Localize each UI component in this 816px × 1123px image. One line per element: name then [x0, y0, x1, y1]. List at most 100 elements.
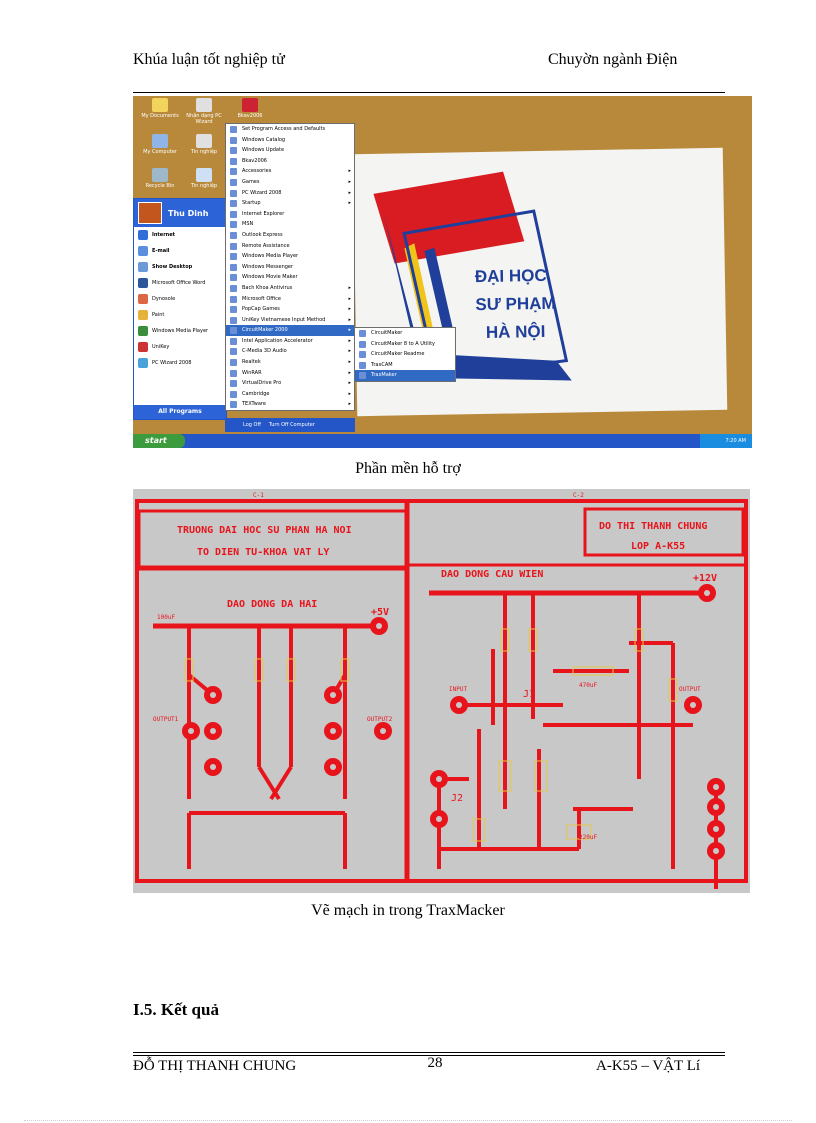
- start-item-internet[interactable]: Internet: [134, 227, 226, 243]
- section-heading: I.5. Kết quả: [133, 1000, 219, 1019]
- desktop-icon-pcwizard[interactable]: Nhận dạng PC Wizard: [179, 98, 229, 125]
- pcb-right-supply: +12V: [693, 573, 717, 584]
- chevron-right-icon: ▸: [348, 348, 351, 355]
- header-rule: [133, 92, 725, 93]
- circuitmaker-menu-item[interactable]: CircuitMaker: [355, 328, 455, 339]
- all-programs-button[interactable]: All Programs: [134, 405, 226, 419]
- pcb-title-texts: TRUONG DAI HOC SU PHAN HA NOI TO DIEN TU…: [177, 521, 717, 618]
- circuitmaker-menu-item[interactable]: CircuitMaker 8 to A Utility: [355, 339, 455, 350]
- start-menu-header: Thu Dinh: [134, 199, 226, 227]
- document-icon: [196, 98, 212, 112]
- word-icon: [138, 278, 148, 288]
- pcb-components: [184, 628, 678, 842]
- pcb-school-line: TRUONG DAI HOC SU PHAN HA NOI: [177, 525, 352, 536]
- pcb-dept-line: TO DIEN TU-KHOA VAT LY: [197, 547, 329, 558]
- programs-menu-item[interactable]: Windows Update: [226, 145, 354, 156]
- document-icon: [196, 134, 212, 148]
- programs-menu-item[interactable]: MSN: [226, 219, 354, 230]
- programs-menu-item[interactable]: Bkav2006: [226, 156, 354, 167]
- programs-menu-item[interactable]: PopCap Games▸: [226, 304, 354, 315]
- folder-icon: [152, 98, 168, 112]
- chevron-right-icon: ▸: [348, 380, 351, 387]
- programs-menu-item[interactable]: TEXTware▸: [226, 399, 354, 410]
- chevron-right-icon: ▸: [348, 200, 351, 207]
- start-button[interactable]: start: [133, 434, 185, 448]
- pcb-left-title: DAO DONG DA HAI: [227, 599, 317, 610]
- pcb-label-input: INPUT: [449, 686, 467, 693]
- programs-menu-item[interactable]: Windows Catalog: [226, 135, 354, 146]
- caption-software: Phần mền hỗ trợ: [355, 460, 461, 477]
- programs-menu-item[interactable]: UniKey Vietnamese Input Method▸: [226, 315, 354, 326]
- programs-menu-item[interactable]: Realtek▸: [226, 357, 354, 368]
- pcb-layout: C-1 C-2 TRUONG DAI HOC SU PHAN HA NOI TO…: [133, 489, 750, 893]
- start-item-unikey[interactable]: UniKey: [134, 339, 226, 355]
- log-off-button[interactable]: Log Off: [243, 422, 261, 428]
- desktop-icon-tin[interactable]: Tin nghiệp: [179, 134, 229, 155]
- programs-menu-item[interactable]: Games▸: [226, 177, 354, 188]
- programs-menu-item[interactable]: Windows Media Player: [226, 251, 354, 262]
- programs-menu-item[interactable]: Cambridge▸: [226, 389, 354, 400]
- chevron-right-icon: ▸: [348, 401, 351, 408]
- pcb-label-cap100: 100uF: [157, 614, 175, 621]
- programs-menu-item[interactable]: Outlook Express: [226, 230, 354, 241]
- turn-off-button[interactable]: Turn Off Computer: [268, 422, 315, 428]
- shield-icon: [242, 98, 258, 112]
- circuitmaker-menu-item[interactable]: TraxCAM: [355, 360, 455, 371]
- circuitmaker-menu-item[interactable]: TraxMaker: [355, 370, 455, 381]
- programs-menu-item[interactable]: Startup▸: [226, 198, 354, 209]
- desktop-icon-label: My Documents: [141, 113, 179, 119]
- programs-menu-item[interactable]: Windows Messenger: [226, 262, 354, 273]
- university-poster: ĐẠI HỌC SƯ PHẠM HÀ NỘI: [352, 147, 728, 417]
- start-item-paint[interactable]: Paint: [134, 307, 226, 323]
- document-icon: [196, 168, 212, 182]
- pcb-label-output2: OUTPUT2: [367, 716, 393, 723]
- chevron-right-icon: ▸: [348, 295, 351, 302]
- paint-icon: [138, 310, 148, 320]
- programs-menu-item[interactable]: Bach Khoa Antivirus▸: [226, 283, 354, 294]
- programs-menu-item[interactable]: Windows Movie Maker: [226, 272, 354, 283]
- desktop-icon-label: My Computer: [143, 149, 177, 155]
- pcb-label-j2: J2: [451, 793, 463, 804]
- chevron-right-icon: ▸: [348, 359, 351, 366]
- start-item-mediaplayer[interactable]: Windows Media Player: [134, 323, 226, 339]
- desktop-icon-documents[interactable]: My Documents: [135, 98, 185, 119]
- desktop-icon-bkav[interactable]: Bkav2006: [225, 98, 275, 119]
- computer-icon: [152, 134, 168, 148]
- chevron-right-icon: ▸: [348, 327, 351, 334]
- chevron-right-icon: ▸: [348, 168, 351, 175]
- programs-menu-item[interactable]: C-Media 3D Audio▸: [226, 346, 354, 357]
- unikey-icon: [138, 342, 148, 352]
- desktop-icon-tin2[interactable]: Tin nghiệp: [179, 168, 229, 189]
- programs-menu-item[interactable]: Accessories▸: [226, 166, 354, 177]
- programs-menu-item[interactable]: Remote Assistance: [226, 241, 354, 252]
- media-player-icon: [138, 326, 148, 336]
- programs-menu-item[interactable]: Intel Application Accelerator▸: [226, 336, 354, 347]
- pcb-label-output: OUTPUT: [679, 686, 701, 693]
- start-item-desktop[interactable]: Show Desktop: [134, 259, 226, 275]
- start-item-pcwizard[interactable]: PC Wizard 2008: [134, 355, 226, 371]
- programs-menu-item[interactable]: PC Wizard 2008▸: [226, 188, 354, 199]
- pcb-label-cap220: 220uF: [579, 834, 597, 841]
- desktop-icon: [138, 262, 148, 272]
- system-tray-clock: 7:20 AM: [700, 434, 752, 448]
- chevron-right-icon: ▸: [348, 369, 351, 376]
- start-item-email[interactable]: E-mail: [134, 243, 226, 259]
- programs-menu-item[interactable]: VirtualDrive Pro▸: [226, 378, 354, 389]
- programs-menu-item[interactable]: Internet Explorer: [226, 209, 354, 220]
- desktop-icon-recycle[interactable]: Recycle Bin: [135, 168, 185, 189]
- start-item-dynosole[interactable]: Dynosole: [134, 291, 226, 307]
- mail-icon: [138, 246, 148, 256]
- programs-menu-item[interactable]: Microsoft Office▸: [226, 294, 354, 305]
- desktop-icon-label: Recycle Bin: [145, 183, 175, 189]
- programs-menu-item[interactable]: Set Program Access and Defaults: [226, 124, 354, 135]
- start-item-word[interactable]: Microsoft Office Word: [134, 275, 226, 291]
- programs-menu-item[interactable]: WinRAR▸: [226, 368, 354, 379]
- internet-explorer-icon: [138, 230, 148, 240]
- programs-menu-item[interactable]: CircuitMaker 2000▸: [226, 325, 354, 336]
- circuitmaker-menu-item[interactable]: CircuitMaker Readme: [355, 349, 455, 360]
- desktop-icon-label: Tin nghiệp: [190, 149, 218, 155]
- desktop-icon-computer[interactable]: My Computer: [135, 134, 185, 155]
- poster-line-2: SƯ PHẠM: [475, 294, 556, 314]
